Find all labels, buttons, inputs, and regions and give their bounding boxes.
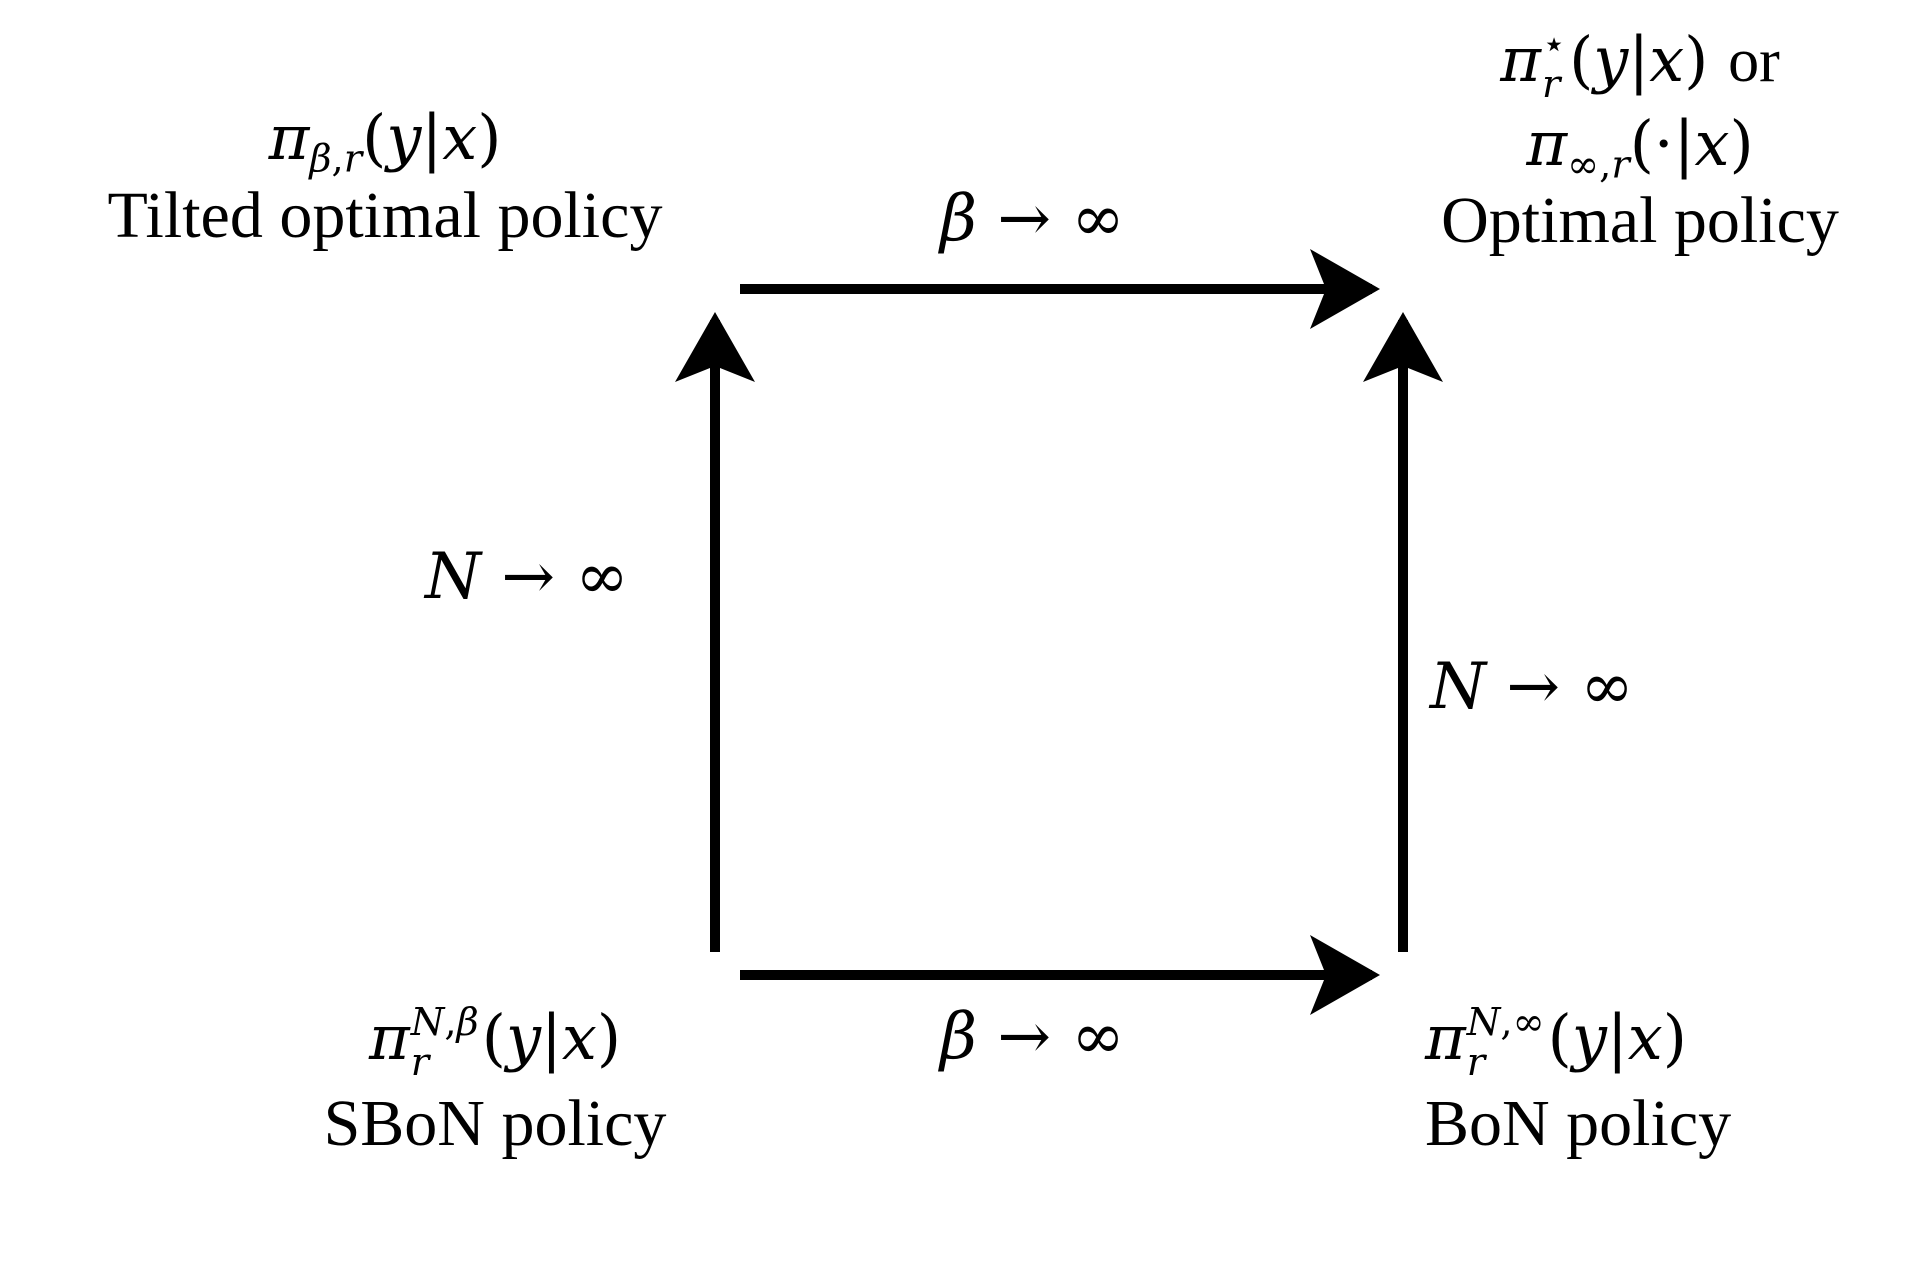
edge-left-label: N → ∞ [425, 540, 629, 614]
node-formula-line2: π∞,r(·|x) [1526, 106, 1754, 187]
node-caption: Tilted optimal policy [107, 178, 663, 252]
node-tilted-optimal-policy: πβ,r(y|x) Tilted optimal policy [80, 100, 690, 256]
node-formula-line1: π⋆r(y|x) or [1500, 21, 1780, 108]
edge-right-label: N → ∞ [1430, 650, 1634, 724]
node-caption: SBoN policy [323, 1086, 667, 1160]
node-formula: πβ,r(y|x) [268, 101, 502, 182]
node-caption: Optimal policy [1441, 184, 1839, 258]
edge-bottom-label: β → ∞ [940, 1000, 1125, 1074]
edge-top-label: β → ∞ [940, 182, 1125, 256]
node-caption: BoN policy [1425, 1086, 1732, 1160]
node-optimal-policy: π⋆r(y|x) or π∞,r(·|x) Optimal policy [1400, 22, 1880, 262]
